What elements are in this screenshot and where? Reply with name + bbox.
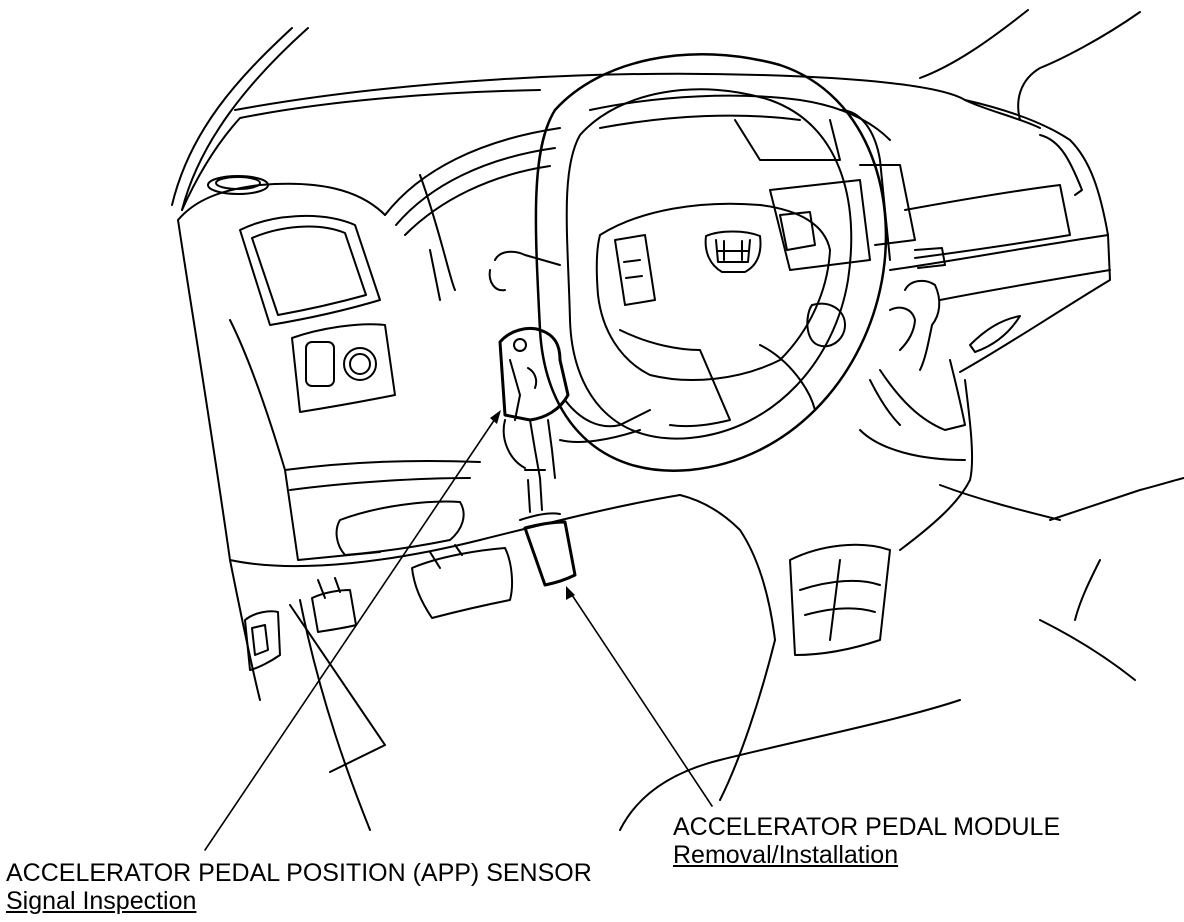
arrowhead-sensor	[490, 410, 501, 424]
accelerator-pedal-module	[519, 469, 577, 587]
app-sensor	[498, 327, 570, 479]
leader-line-sensor	[204, 415, 498, 851]
left-vent	[239, 214, 381, 326]
module-title: ACCELERATOR PEDAL MODULE	[673, 813, 1061, 841]
steering-column	[488, 250, 651, 469]
passenger-dashboard	[889, 234, 1111, 373]
instrument-hood	[384, 94, 891, 301]
sensor-title: ACCELERATOR PEDAL POSITION (APP) SENSOR	[6, 859, 592, 887]
honda-logo-icon	[704, 230, 762, 273]
steering-wheel	[534, 53, 888, 472]
gear-shifter	[869, 279, 966, 431]
left-cup-holder	[207, 175, 269, 195]
arrowhead-module	[566, 586, 575, 600]
leader-lines	[204, 410, 713, 851]
driver-floor	[299, 599, 961, 831]
center-console	[679, 379, 1061, 656]
leader-line-module	[569, 591, 713, 807]
app-sensor-callout: ACCELERATOR PEDAL POSITION (APP) SENSOR …	[6, 859, 592, 915]
left-switch-panel	[291, 323, 396, 413]
clutch-pedal	[311, 577, 357, 633]
dashboard-top	[177, 72, 1109, 236]
sensor-signal-inspection-link[interactable]: Signal Inspection	[6, 887, 197, 915]
a-pillar	[171, 9, 1141, 211]
passenger-floor	[1039, 477, 1184, 681]
left-footrest	[244, 604, 386, 773]
brake-pedal	[411, 544, 514, 619]
accelerator-pedal-module-callout: ACCELERATOR PEDAL MODULE Removal/Install…	[673, 813, 1060, 869]
module-removal-installation-link[interactable]: Removal/Installation	[673, 841, 899, 869]
